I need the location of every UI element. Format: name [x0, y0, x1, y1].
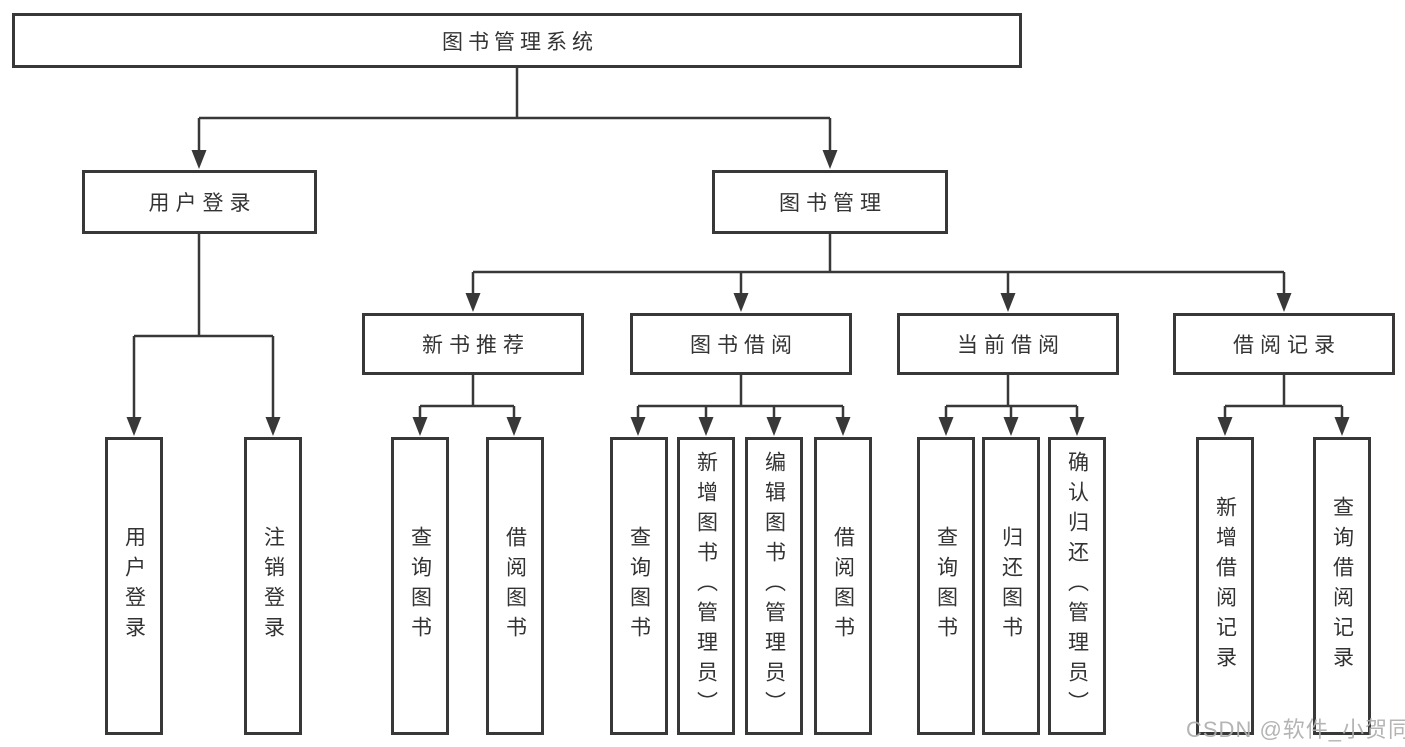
node-borrowing-records: 借阅记录: [1173, 313, 1395, 375]
node-label: 图书管理系统: [442, 30, 598, 54]
leaf-confirm-return-admin: 确认归还（管理员）: [1048, 437, 1106, 735]
leaf-borrow-books-under-recommendation: 借阅图书: [486, 437, 544, 735]
leaf-borrow-books-under-borrowing: 借阅图书: [814, 437, 872, 735]
node-label: 新书推荐: [422, 334, 530, 357]
leaf-label: 用户登录: [122, 526, 146, 646]
leaf-label: 新增图书（管理员）: [694, 451, 718, 721]
node-label: 图书管理: [779, 192, 887, 215]
node-book-borrowing: 图书借阅: [630, 313, 852, 375]
node-label: 借阅记录: [1233, 334, 1341, 357]
leaf-label: 借阅图书: [503, 526, 527, 646]
leaf-label: 新增借阅记录: [1213, 496, 1237, 676]
leaf-logout: 注销登录: [244, 437, 302, 735]
leaf-query-books-under-recommendation: 查询图书: [391, 437, 449, 735]
leaf-label: 归还图书: [999, 526, 1023, 646]
node-book-management: 图书管理: [712, 170, 948, 234]
arrowhead-icons: [126, 150, 1350, 436]
leaf-user-login: 用户登录: [105, 437, 163, 735]
node-label: 图书借阅: [690, 334, 798, 357]
leaf-label: 编辑图书（管理员）: [762, 451, 786, 721]
leaf-return-books: 归还图书: [982, 437, 1040, 735]
leaf-add-book-admin: 新增图书（管理员）: [677, 437, 735, 735]
leaf-label: 确认归还（管理员）: [1065, 451, 1089, 721]
leaf-query-books-under-borrowing: 查询图书: [610, 437, 668, 735]
node-label: 用户登录: [148, 192, 257, 215]
leaf-label: 注销登录: [261, 526, 285, 646]
leaf-label: 查询借阅记录: [1330, 496, 1354, 676]
node-user-login: 用户登录: [82, 170, 317, 234]
leaf-query-borrow-record: 查询借阅记录: [1313, 437, 1371, 735]
leaf-label: 查询图书: [627, 526, 651, 646]
node-new-book-recommendation: 新书推荐: [362, 313, 584, 375]
leaf-label: 查询图书: [934, 526, 958, 646]
connector-stems: [132, 68, 1344, 419]
leaf-edit-book-admin: 编辑图书（管理员）: [745, 437, 803, 735]
leaf-label: 借阅图书: [831, 526, 855, 646]
leaf-query-books-under-current: 查询图书: [917, 437, 975, 735]
watermark: CSDN @软件_小贺同学: [1186, 717, 1405, 742]
leaf-label: 查询图书: [408, 526, 432, 646]
node-library-management-system: 图书管理系统: [12, 13, 1022, 68]
node-current-borrowing: 当前借阅: [897, 313, 1119, 375]
leaf-add-borrow-record: 新增借阅记录: [1196, 437, 1254, 735]
node-label: 当前借阅: [957, 334, 1065, 357]
